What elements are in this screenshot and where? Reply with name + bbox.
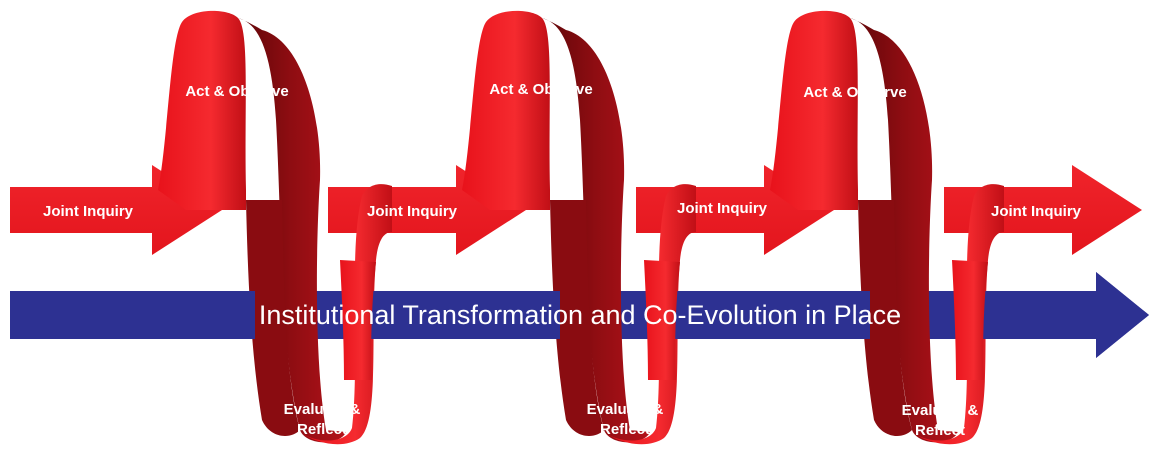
- act-observe-label: Act & Observe: [185, 83, 288, 100]
- ribbon-front-return-top: [644, 260, 680, 380]
- joint-inquiry-label: Joint Inquiry: [43, 203, 134, 220]
- ribbon-layer: [10, 10, 1149, 445]
- main-arrow-segment: [10, 291, 255, 339]
- act-observe-label: Act & Observe: [489, 81, 592, 98]
- ribbon-front-return-top: [340, 260, 376, 380]
- act-observe-label: Act & Observe: [803, 84, 906, 101]
- evaluate-label-line2: Reflect: [297, 421, 347, 438]
- ribbon-back-descent: [850, 18, 958, 443]
- ribbon-front-rise: [158, 10, 246, 210]
- evaluate-label-line1: Evaluate &: [587, 401, 664, 418]
- joint-inquiry-label: Joint Inquiry: [367, 203, 458, 220]
- evaluate-label-line2: Reflect: [600, 421, 650, 438]
- joint-inquiry-label: Joint Inquiry: [991, 203, 1082, 220]
- joint-inquiry-label: Joint Inquiry: [677, 200, 768, 217]
- ribbon-front-rise: [770, 10, 858, 210]
- ribbon-back-lower: [246, 200, 300, 436]
- main-arrow-segment: [640, 291, 870, 339]
- label-layer: Joint Inquiry Joint Inquiry Joint Inquiry J…: [43, 81, 1082, 439]
- ribbon-back-descent: [542, 18, 650, 443]
- ribbon-back-lower: [858, 200, 912, 436]
- ribbon-front-return-top: [952, 260, 988, 380]
- evaluate-label-line1: Evaluate &: [284, 401, 361, 418]
- evaluate-label-line2: Reflect: [915, 422, 965, 439]
- ribbon-back-lower: [550, 200, 604, 436]
- main-arrow-label: Institutional Transformation and Co-Evol…: [259, 300, 901, 330]
- evaluate-label-line1: Evaluate &: [902, 402, 979, 419]
- ribbon-front-rise: [462, 10, 550, 210]
- main-arrow-head: [1096, 272, 1149, 358]
- ribbon-back-descent: [238, 18, 346, 443]
